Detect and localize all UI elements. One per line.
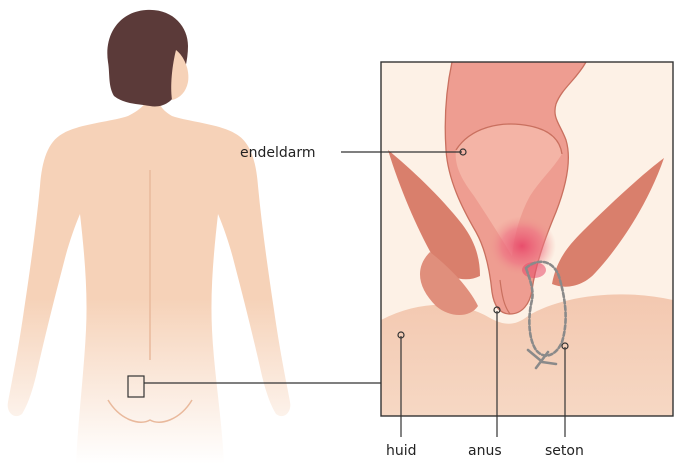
label-anus: anus: [468, 443, 502, 459]
label-rectum: endeldarm: [240, 145, 316, 161]
inflamed-area: [488, 216, 556, 276]
label-skin: huid: [386, 443, 417, 459]
woman-figure: [8, 10, 291, 464]
inset-panel: [381, 62, 673, 416]
label-seton: seton: [545, 443, 584, 459]
